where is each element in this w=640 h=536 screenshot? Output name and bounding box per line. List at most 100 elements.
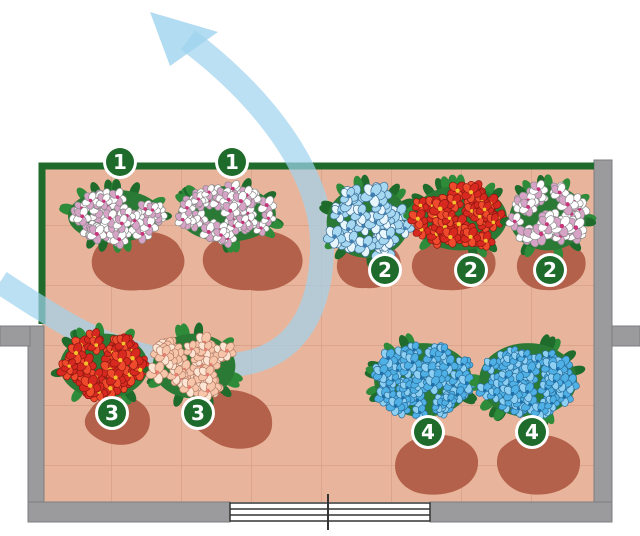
flower xyxy=(109,349,132,372)
flower xyxy=(78,374,102,398)
flower xyxy=(439,227,462,248)
flower xyxy=(106,368,126,389)
flower xyxy=(403,353,423,373)
flower xyxy=(201,184,218,201)
flower xyxy=(174,211,192,229)
flower xyxy=(178,199,196,217)
wall-right xyxy=(593,159,613,523)
planter-number-badge: 3 xyxy=(95,396,129,430)
flower xyxy=(378,226,400,249)
wall-bottom-right xyxy=(429,501,613,523)
flower xyxy=(484,213,503,232)
flower xyxy=(190,191,207,208)
badge-number: 2 xyxy=(464,258,478,282)
flower xyxy=(528,179,549,199)
flower xyxy=(101,209,120,228)
flower xyxy=(360,183,386,208)
planter-2b-plant xyxy=(403,174,508,261)
planter-2a-plant xyxy=(319,174,419,270)
flower xyxy=(412,404,429,422)
badge-number: 4 xyxy=(525,420,539,444)
flower xyxy=(60,358,78,375)
planter-number-badge: 2 xyxy=(454,253,488,287)
flower xyxy=(486,387,503,403)
planter-number-badge: 1 xyxy=(103,145,137,179)
plant-shadow xyxy=(395,434,479,495)
flower xyxy=(322,225,346,249)
flower xyxy=(482,357,500,375)
flower xyxy=(86,224,108,245)
flower xyxy=(145,361,169,385)
flower xyxy=(519,198,538,217)
flower xyxy=(537,215,558,235)
flower xyxy=(112,214,132,233)
sun-path-arrow xyxy=(0,30,335,378)
flower xyxy=(530,401,549,420)
flower xyxy=(461,182,482,203)
flower xyxy=(166,365,187,385)
flower xyxy=(385,397,406,417)
flower xyxy=(109,230,129,250)
flower xyxy=(497,369,515,386)
walls xyxy=(0,159,640,523)
planter-3a-plant xyxy=(50,322,152,410)
badge-number: 4 xyxy=(421,420,435,444)
flower xyxy=(475,200,494,219)
flower xyxy=(217,341,237,362)
badge-number: 2 xyxy=(543,258,557,282)
plant-shadow xyxy=(496,434,581,495)
flower xyxy=(460,227,482,248)
flower xyxy=(183,340,201,358)
planter-4a-plant xyxy=(364,333,482,429)
flower xyxy=(95,193,113,211)
arrow-head xyxy=(150,12,218,66)
railing xyxy=(38,162,594,324)
planter-4b-plant xyxy=(469,334,586,427)
flower xyxy=(220,201,241,221)
badge-number: 1 xyxy=(225,150,239,174)
wall-left xyxy=(27,325,45,523)
flower xyxy=(545,373,564,390)
flower xyxy=(87,336,106,355)
flower xyxy=(197,381,219,402)
flower xyxy=(350,203,371,225)
planter-number-badge: 2 xyxy=(533,253,567,287)
flower xyxy=(550,183,570,203)
badge-number: 2 xyxy=(378,258,392,282)
flower xyxy=(73,206,92,227)
badge-number: 1 xyxy=(113,150,127,174)
flower xyxy=(154,345,175,366)
planter-number-badge: 4 xyxy=(515,415,549,449)
flower xyxy=(445,193,464,213)
flower xyxy=(197,341,216,359)
flower xyxy=(407,209,429,230)
flower xyxy=(439,354,459,375)
flower xyxy=(354,235,377,258)
wall-bottom-left xyxy=(27,501,231,523)
sun-path xyxy=(0,12,335,378)
planter-number-badge: 1 xyxy=(215,145,249,179)
flower xyxy=(213,226,231,244)
flower xyxy=(544,395,561,412)
flower xyxy=(234,214,252,232)
flower xyxy=(434,343,452,361)
wall-left-stub xyxy=(0,325,31,347)
badges: 1 1 2 2 2 3 3 4 4 xyxy=(95,145,567,449)
flower xyxy=(556,193,579,216)
planter-3b-plant xyxy=(143,322,243,408)
badge-number: 3 xyxy=(191,401,205,425)
planter-1b-plant xyxy=(174,178,284,253)
flower xyxy=(339,187,359,207)
flower xyxy=(179,377,200,398)
flower xyxy=(503,384,523,404)
flower xyxy=(423,375,443,395)
flower xyxy=(108,187,127,207)
badge-number: 3 xyxy=(105,401,119,425)
flower xyxy=(260,210,277,227)
door-symbol xyxy=(229,494,431,530)
wall-right-stub xyxy=(611,325,640,347)
planter-number-badge: 2 xyxy=(368,253,402,287)
flower xyxy=(551,215,574,238)
planter-number-badge: 3 xyxy=(181,396,215,430)
